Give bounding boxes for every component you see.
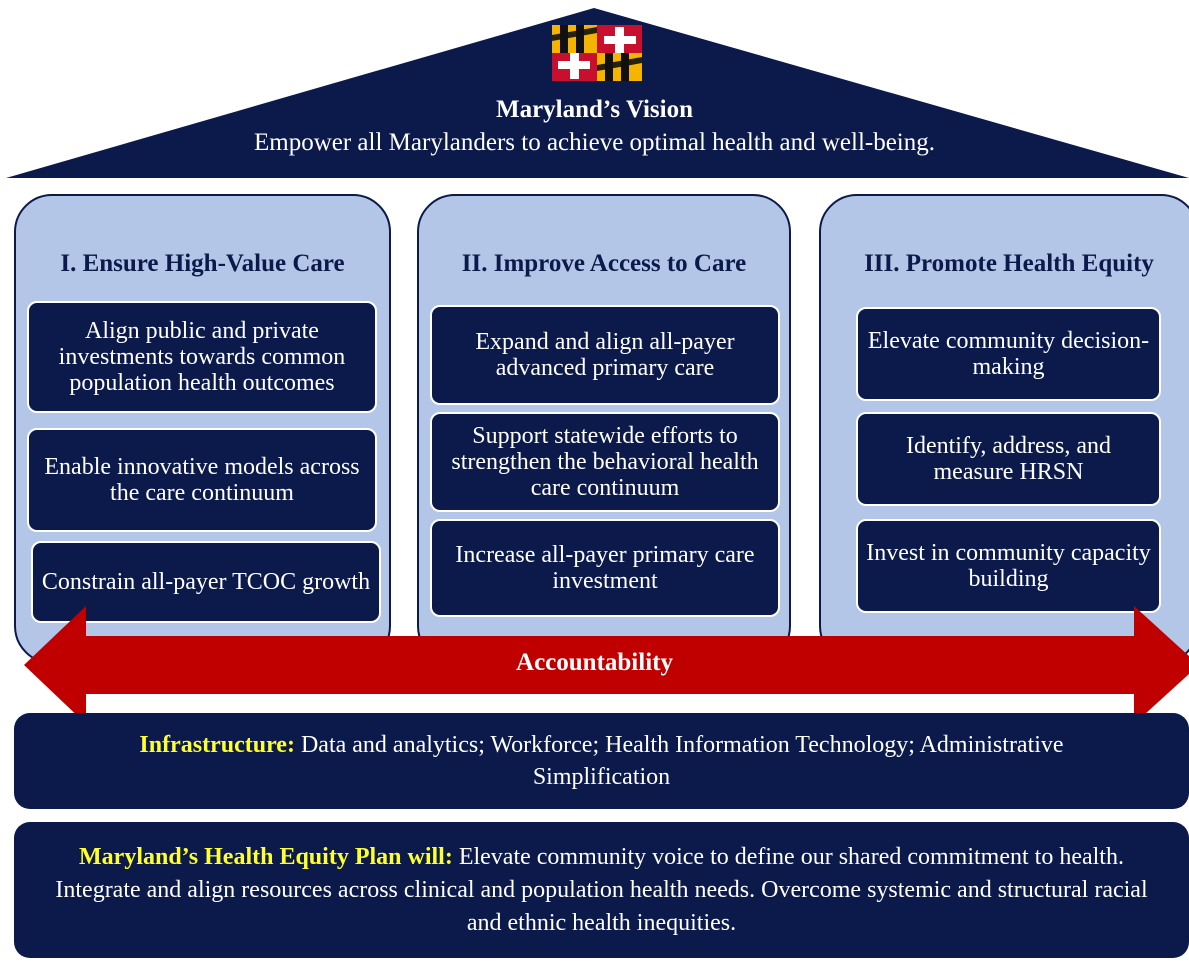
vision-statement: Empower all Marylanders to achieve optim…: [253, 129, 936, 156]
pillar-title: II. Improve Access to Care: [461, 250, 747, 277]
health-equity-plan-bar: Maryland’s Health Equity Plan will: Elev…: [14, 822, 1189, 958]
pillar-health-equity: III. Promote Health Equity Elevate commu…: [819, 194, 1189, 664]
pillar-item-box: Increase all-payer primary care investme…: [430, 519, 780, 617]
vision-title: Maryland’s Vision: [495, 96, 694, 123]
pillar-title: I. Ensure High-Value Care: [60, 250, 345, 277]
plan-label: Maryland’s Health Equity Plan will:: [79, 843, 453, 870]
pillar-item-box: Align public and private investments tow…: [27, 301, 377, 413]
pillar-item-box: Identify, address, and measure HRSN: [856, 412, 1161, 506]
pillar-item-box: Elevate community decision-making: [856, 307, 1161, 401]
pillar-item-box: Enable innovative models across the care…: [27, 428, 377, 532]
roof: [6, 8, 1189, 178]
plan-text: Elevate community voice to define our sh…: [55, 843, 1148, 936]
pillar-high-value-care: I. Ensure High-Value Care Align public a…: [14, 194, 391, 664]
pillar-access-to-care: II. Improve Access to Care Expand and al…: [417, 194, 791, 664]
infrastructure-label: Infrastructure:: [139, 732, 295, 758]
maryland-flag-icon: [552, 25, 642, 81]
accountability-arrow: [24, 606, 1189, 724]
pillar-title: III. Promote Health Equity: [864, 250, 1154, 277]
pillar-item-box: Expand and align all-payer advanced prim…: [430, 305, 780, 405]
accountability-label: Accountability: [516, 649, 673, 676]
infrastructure-text: Data and analytics; Workforce; Health In…: [300, 732, 1064, 790]
pillar-item-box: Support statewide efforts to strengthen …: [430, 412, 780, 512]
infrastructure-bar: Infrastructure: Data and analytics; Work…: [14, 713, 1189, 809]
pillar-item-box: Constrain all-payer TCOC growth: [31, 541, 381, 623]
pillar-item-box: Invest in community capacity building: [856, 519, 1161, 613]
